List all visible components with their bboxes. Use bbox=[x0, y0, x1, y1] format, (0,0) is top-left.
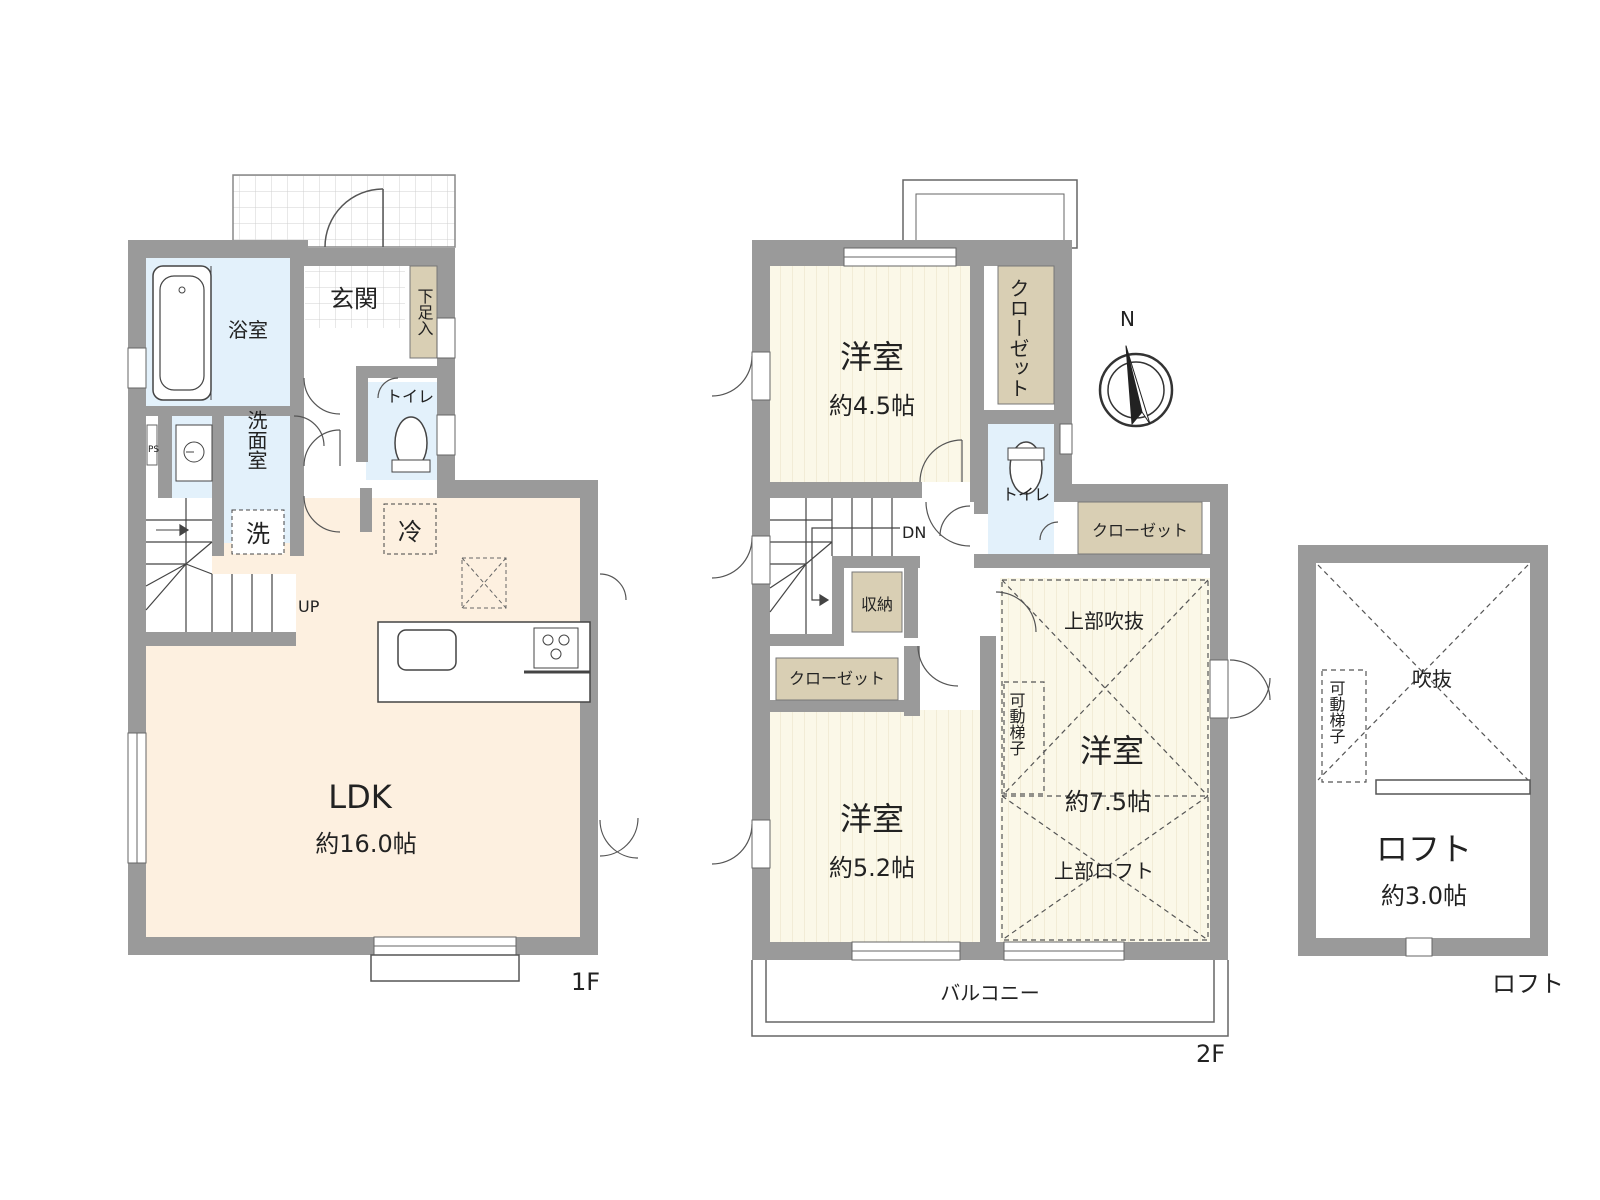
toilet-1f-name: トイレ bbox=[386, 387, 434, 406]
washroom-name: 洗面室 bbox=[244, 410, 268, 470]
room-sw-name: 洋室 bbox=[840, 800, 904, 838]
loft-floor-label: ロフト bbox=[1492, 970, 1564, 998]
bathtub bbox=[152, 265, 212, 401]
ldk-size: 約16.0帖 bbox=[315, 830, 416, 858]
closet-center-label: クローゼット bbox=[1092, 521, 1188, 540]
kitchen-sink bbox=[397, 629, 457, 671]
loft-void-label: 吹抜 bbox=[1412, 667, 1452, 691]
front-door-swing bbox=[324, 188, 384, 248]
closet-west-label: クローゼット bbox=[789, 669, 885, 688]
closet-north bbox=[997, 265, 1055, 405]
stairs-up-label: UP bbox=[298, 597, 320, 616]
entrance-floor bbox=[305, 266, 405, 328]
windows-2f bbox=[751, 247, 1229, 961]
floor-1: PS bbox=[127, 174, 639, 996]
balcony bbox=[751, 960, 1229, 1037]
balcony-label: バルコニー bbox=[940, 981, 1040, 1005]
stairs-dn-label: DN bbox=[902, 523, 926, 542]
room-north-size: 約4.5帖 bbox=[829, 392, 915, 420]
entrance-name: 玄関 bbox=[330, 285, 378, 313]
room-se-floor bbox=[1000, 578, 1210, 942]
bath-name: 浴室 bbox=[228, 318, 268, 342]
loft-void-overlay bbox=[1317, 564, 1529, 783]
shoe-storage bbox=[409, 265, 438, 359]
upper-loft-label: 上部ロフト bbox=[1054, 859, 1154, 883]
room-se-size: 約7.5帖 bbox=[1065, 788, 1151, 816]
doors-2f bbox=[711, 355, 1271, 865]
fridge-space bbox=[383, 503, 437, 555]
fridge-label: 冷 bbox=[398, 518, 422, 546]
washer-label: 洗 bbox=[246, 520, 270, 548]
floor-2: 洋室 約4.5帖 洋室 約5.2帖 洋室 約7.5帖 クローゼット クローゼット… bbox=[711, 179, 1271, 1068]
room-north-floor bbox=[770, 266, 970, 482]
toilet-2f-name: トイレ bbox=[1002, 485, 1050, 504]
compass-icon: N bbox=[1098, 307, 1174, 428]
storage bbox=[851, 571, 903, 633]
compass-north-label: N bbox=[1120, 307, 1135, 331]
ldk-floor bbox=[146, 498, 580, 937]
room-se-name: 洋室 bbox=[1080, 732, 1144, 770]
range-hood bbox=[461, 557, 507, 609]
room-se-overlays bbox=[1001, 579, 1209, 941]
cooktop bbox=[533, 627, 579, 669]
ps-label: PS bbox=[148, 445, 159, 455]
stairs-1f bbox=[145, 498, 296, 632]
closet-center bbox=[1077, 501, 1203, 555]
upper-void-label: 上部吹抜 bbox=[1064, 609, 1144, 633]
pipe-shaft bbox=[146, 424, 158, 466]
loft-floor: 吹抜 可動梯子 ロフト 約3.0帖 ロフト bbox=[1298, 545, 1564, 998]
doors-1f bbox=[293, 377, 639, 859]
room-sw-size: 約5.2帖 bbox=[829, 854, 915, 882]
loft-size: 約3.0帖 bbox=[1381, 882, 1467, 910]
closet-north-label: クローゼット bbox=[1006, 278, 1030, 398]
closet-west bbox=[775, 657, 899, 701]
windows-1f bbox=[127, 317, 517, 956]
floor-2-label: 2F bbox=[1196, 1040, 1225, 1068]
porch bbox=[232, 174, 456, 248]
stairs-2f bbox=[769, 498, 900, 634]
loft-ladder-label: 可動梯子 bbox=[1327, 680, 1346, 744]
washbasin bbox=[175, 424, 213, 482]
washer-space bbox=[231, 509, 285, 555]
loft-window bbox=[1405, 937, 1433, 957]
storage-label: 収納 bbox=[861, 595, 893, 614]
room-north-name: 洋室 bbox=[840, 338, 904, 376]
floor-1-label: 1F bbox=[571, 968, 600, 996]
step-1f bbox=[370, 954, 520, 982]
ldk-name: LDK bbox=[328, 778, 392, 816]
shoe-storage-label: 下足入 bbox=[415, 288, 434, 336]
ladder-label: 可動梯子 bbox=[1007, 692, 1026, 756]
loft-rail bbox=[1375, 779, 1531, 795]
room-sw-floor bbox=[770, 710, 980, 942]
loft-name: ロフト bbox=[1376, 830, 1472, 868]
